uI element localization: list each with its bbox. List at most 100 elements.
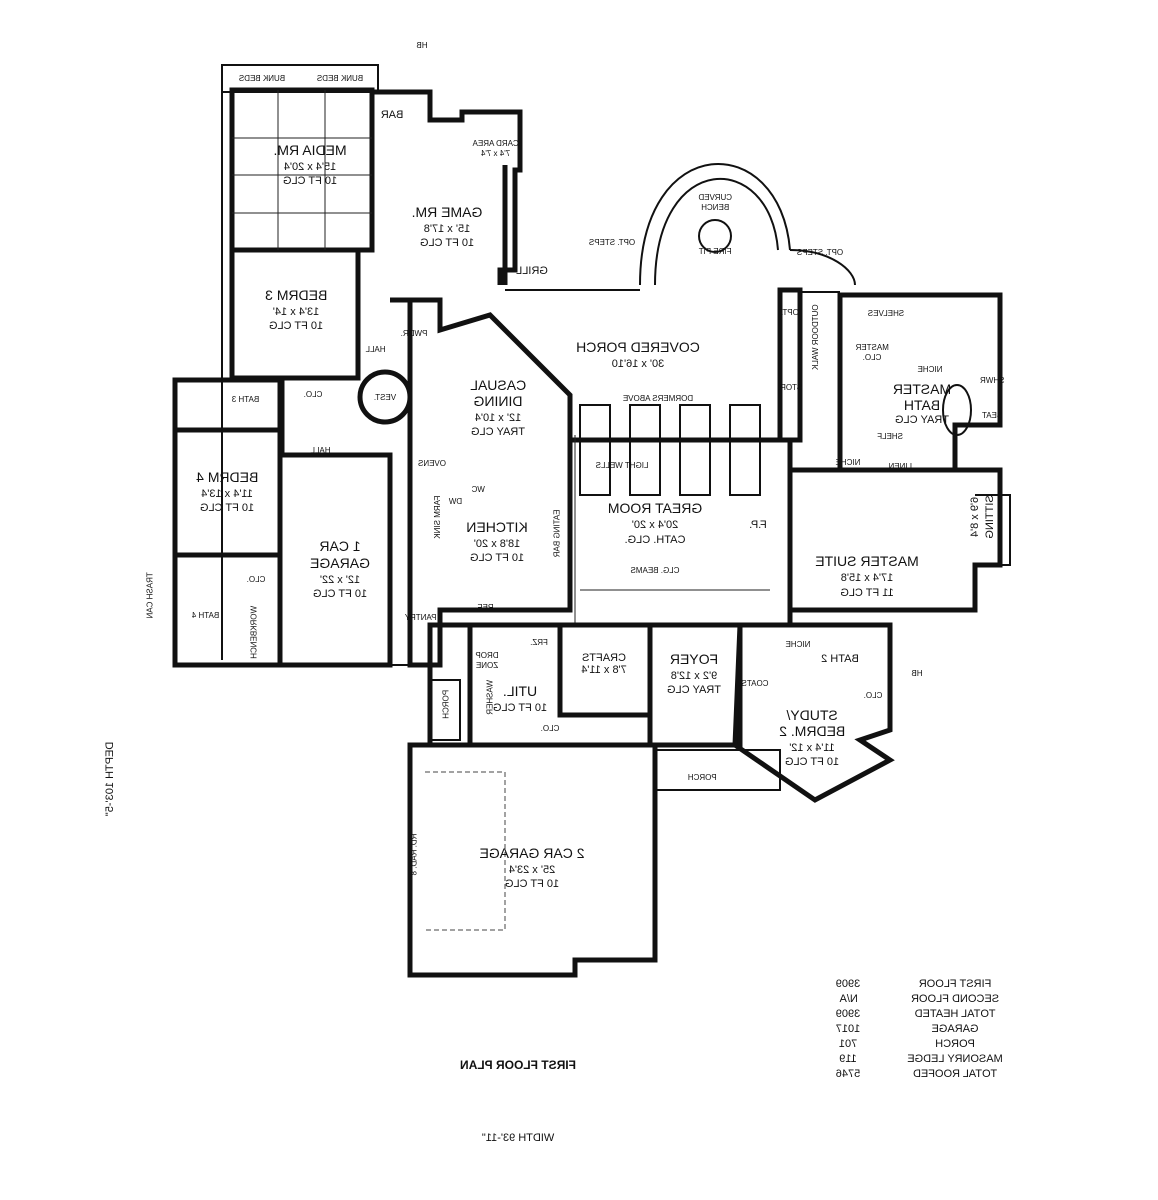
garage1-name1: 1 CAR xyxy=(319,538,360,554)
label-farm-sink: FARM SINK xyxy=(433,496,442,540)
media-room-clg: 10 FT CLG xyxy=(283,175,337,187)
study-name1: STUDY/ xyxy=(786,707,837,723)
kitchen-clg: 10 FT CLG xyxy=(470,552,524,564)
label-pantry: PANTRY xyxy=(404,613,436,622)
sitting-dims: 6'9 x 8'4 xyxy=(969,497,981,537)
study-name2: BEDRM. 2 xyxy=(779,723,845,739)
label-clo: CLO. xyxy=(864,691,883,700)
label-drop-zone-2: ZONE xyxy=(476,661,498,670)
casual-dining-clg: TRAY CLG xyxy=(471,426,525,438)
label-bar: BAR xyxy=(381,109,404,121)
width-dimension: WIDTH 93'-11" xyxy=(482,1132,555,1144)
label-bath4: BATH 4 xyxy=(191,611,219,620)
label-coats: COATS xyxy=(742,679,769,688)
casual-dining-dims: 12' x 10'4 xyxy=(475,412,521,424)
game-room-dims: 15' x 17'8 xyxy=(424,223,470,235)
fixture-labels: BUNK BEDS BUNK BEDS BAR GRILL CURVED BEN… xyxy=(146,41,1005,877)
area-stats-table: FIRST FLOOR 3909 SECOND FLOOR N/A TOTAL … xyxy=(836,978,1003,1080)
label-bath2: BATH 2 xyxy=(821,653,859,665)
label-clo: CLO. xyxy=(304,390,323,399)
master-bath-name1: MASTER xyxy=(893,381,951,397)
media-room-name: MEDIA RM. xyxy=(273,142,346,158)
label-seat: SEAT xyxy=(982,411,1002,420)
label-master-clo: MASTER xyxy=(855,343,889,352)
label-master-clo-2: CLO. xyxy=(863,353,882,362)
card-area-name: CARD AREA xyxy=(472,139,519,148)
label-niche: NICHE xyxy=(836,458,861,467)
util-clg: 10 FT CLG xyxy=(493,702,547,714)
label-porch: PORCH xyxy=(442,690,451,719)
label-eating-bar: EATING BAR xyxy=(553,509,562,557)
kitchen-name: KITCHEN xyxy=(466,519,527,535)
master-suite-name: MASTER SUITE xyxy=(815,553,918,569)
label-fireplace: F.P. xyxy=(749,519,767,531)
stat-label: MASONRY LEDGE xyxy=(907,1053,1003,1065)
garage1-dims: 12' x 22' xyxy=(320,574,360,586)
great-room-dims: 20'4 x 20' xyxy=(632,519,678,531)
label-bunk-beds: BUNK BEDS xyxy=(317,74,363,83)
bedrm3-dims: 13'4 x 14' xyxy=(273,306,319,318)
label-curved-bench-2: BENCH xyxy=(701,203,729,212)
master-tub xyxy=(942,384,972,436)
garage1-clg: 10 FT CLG xyxy=(313,588,367,600)
sitting-name: SITTING xyxy=(984,495,996,538)
master-suite-clg: 11 FT CLG xyxy=(840,587,893,599)
label-washer: WASHER xyxy=(486,680,495,715)
label-wc: WC xyxy=(471,485,485,494)
label-dw: DW xyxy=(448,497,462,506)
label-curved-bench: CURVED xyxy=(698,193,732,202)
label-light-wells: LIGHT WELLS xyxy=(596,461,649,470)
label-opt-steps: OPT. STEPS xyxy=(589,238,635,247)
stat-label: GARAGE xyxy=(931,1023,978,1035)
room-labels: MEDIA RM. 15'4 x 20'4 10 FT CLG GAME RM.… xyxy=(196,139,996,890)
stat-value: 701 xyxy=(839,1038,857,1050)
stat-value: 1017 xyxy=(836,1023,860,1035)
stat-label: FIRST FLOOR xyxy=(919,978,992,990)
label-linen: LINEN xyxy=(888,462,912,471)
foyer-name: FOYER xyxy=(670,651,718,667)
label-opt-steps: OPT. STEPS xyxy=(797,248,843,257)
card-area-dims: 7'4 x 7'4 xyxy=(480,149,510,158)
garage2-clg: 10 FT CLG xyxy=(505,878,559,890)
foyer-clg: TRAY CLG xyxy=(667,684,721,696)
master-bath-name2: BATH xyxy=(904,397,940,413)
game-room-name: GAME RM. xyxy=(412,204,483,220)
master-suite-dims: 17'4 x 15'8 xyxy=(841,572,894,584)
crafts-name: CRAFTS xyxy=(582,652,626,664)
bedrm3-clg: 10 FT CLG xyxy=(269,320,323,332)
label-opt: OPT. xyxy=(781,308,799,317)
garage2-dims: 25' x 23'4 xyxy=(509,864,555,876)
label-ovens: OVENS xyxy=(418,459,446,468)
label-clo: CLO. xyxy=(247,575,266,584)
casual-dining-name2: DINING xyxy=(474,393,523,409)
label-bunk-beds: BUNK BEDS xyxy=(239,74,285,83)
covered-porch-name: COVERED PORCH xyxy=(576,339,700,355)
label-workbench: WORKBENCH xyxy=(250,606,259,659)
stat-value: N/A xyxy=(839,993,858,1005)
bedrm3-name: BEDRM 3 xyxy=(265,287,327,303)
label-shwr: SHWR xyxy=(980,376,1005,385)
bedrm4-name: BEDRM 4 xyxy=(196,469,258,485)
garage1-name2: GARAGE xyxy=(310,555,370,571)
label-trash-can: TRASH CAN xyxy=(146,572,155,618)
label-rd-rad: RD. RAD. 8' xyxy=(410,834,419,878)
label-grill: GRILL xyxy=(516,265,548,277)
label-shelf: SHELF xyxy=(877,432,903,441)
label-hose-bib: HB xyxy=(416,41,427,50)
kitchen-dims: 18'8 x 20' xyxy=(474,538,520,550)
covered-porch-dims: 30' x 16'10 xyxy=(612,358,665,370)
study-clg: 10 FT CLG xyxy=(785,756,839,768)
media-room-dims: 15'4 x 20'4 xyxy=(284,161,337,173)
label-dormers-above: DORMERS ABOVE xyxy=(623,394,693,403)
great-room-clg: CATH. CLG. xyxy=(625,534,686,546)
stat-label: TOTAL ROOFED xyxy=(913,1068,997,1080)
label-clo: CLO. xyxy=(541,724,560,733)
label-pwdr: PWDR. xyxy=(401,329,428,338)
foyer-dims: 9'2 x 12'8 xyxy=(671,670,717,682)
label-shelves: SHELVES xyxy=(868,309,904,318)
game-room-clg: 10 FT CLG xyxy=(420,237,474,249)
label-niche: NICHE xyxy=(786,640,811,649)
garage2-name: 2 CAR GARAGE xyxy=(479,845,584,861)
stat-value: 119 xyxy=(839,1053,857,1065)
label-ref: REF. xyxy=(476,603,493,612)
